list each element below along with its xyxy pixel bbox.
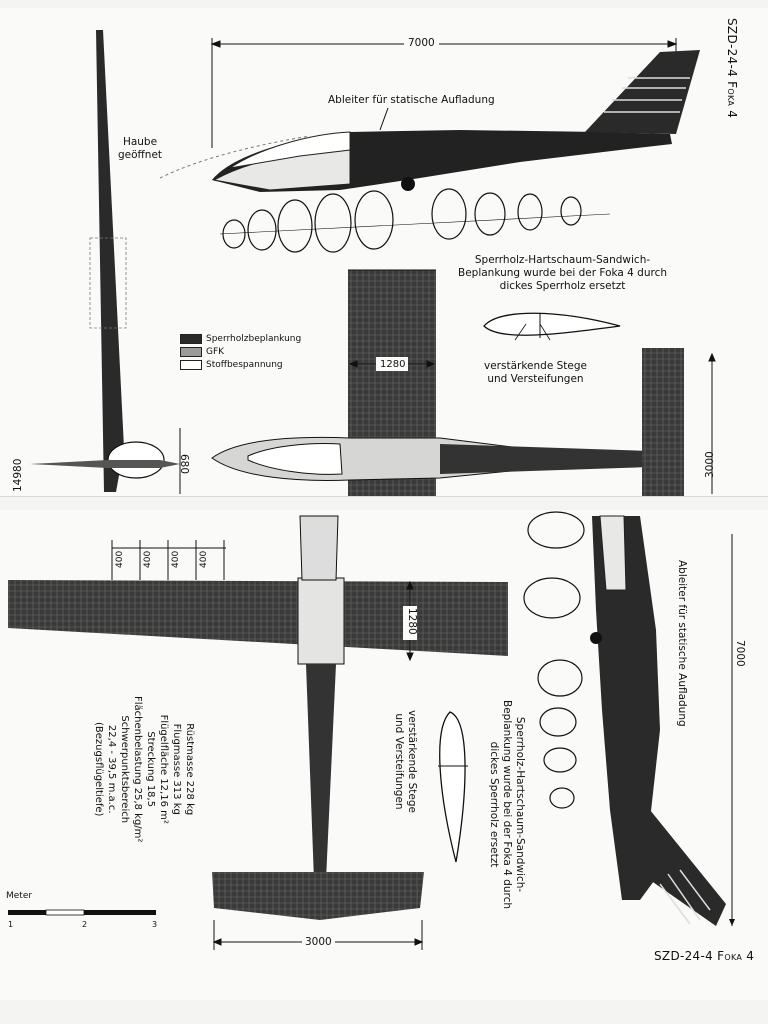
top-drawing-sheet: SZD-24-4 Foka 4 7000 Ableiter für statis… xyxy=(0,8,768,497)
chord-dimension-line xyxy=(348,357,436,371)
plan-view-fuselage xyxy=(211,269,684,496)
side-view-fuselage xyxy=(159,50,700,192)
bottom-drawing-title: SZD-24-4 Foka 4 xyxy=(654,949,755,963)
bottom-drawing-sheet: SZD-24-4 Foka 4 7000 Ableiter für statis… xyxy=(0,510,768,1000)
stiffener-note-top: verstärkende Stege und Versteifungen xyxy=(484,360,587,385)
top-height-label: 14980 xyxy=(12,458,24,492)
scale-tick-label: 2 xyxy=(82,920,88,929)
rib-spacing-label: 400 xyxy=(171,550,181,568)
sandwich-note-bottom: Sperrholz-Hartschaum-Sandwich- Beplankun… xyxy=(488,700,526,910)
bottom-chord-label: 1280 xyxy=(406,608,418,635)
length-dimension-line xyxy=(210,38,678,148)
tail-span-dimension xyxy=(708,352,716,494)
top-length-label: 7000 xyxy=(404,37,439,50)
scale-tick-label: 3 xyxy=(152,920,158,929)
front-view-wing xyxy=(30,30,181,494)
legend-label: Sperrholzbeplankung xyxy=(206,334,302,344)
fuselage-cross-sections xyxy=(219,188,611,253)
scale-tick-label: 1 xyxy=(8,920,14,929)
top-chord-label: 1280 xyxy=(380,359,406,370)
static-discharger-label: Ableiter für statische Aufladung xyxy=(328,94,495,106)
legend-swatch xyxy=(180,334,202,344)
top-drawing-svg xyxy=(30,30,716,496)
rotated-airfoil-section xyxy=(438,711,468,863)
plan-view-wing xyxy=(8,515,508,920)
stiffener-note-bottom: verstärkende Stege und Versteifungen xyxy=(393,710,418,813)
airfoil-section xyxy=(483,312,621,341)
legend-label: GFK xyxy=(206,347,225,357)
specs-block: Rüstmasse 228 kg Flugmasse 313 kg Flügel… xyxy=(93,696,195,843)
bottom-static-label: Ableiter für statische Aufladung xyxy=(676,560,688,727)
bottom-chord-dimension xyxy=(403,580,417,662)
legend-item: Stoffbespannung xyxy=(180,360,283,370)
top-drawing-title: SZD-24-4 Foka 4 xyxy=(725,18,739,119)
rib-spacing-dimension xyxy=(111,540,226,580)
sandwich-note-top: Sperrholz-Hartschaum-Sandwich- Beplankun… xyxy=(458,254,668,292)
top-fuselage-label: 680 xyxy=(178,454,190,475)
rotated-side-view-glider xyxy=(590,515,735,926)
scale-bar xyxy=(8,909,156,916)
bottom-tail-span-label: 3000 xyxy=(302,936,335,949)
rib-spacing-label: 400 xyxy=(143,550,153,568)
bottom-drawing-svg xyxy=(8,511,735,950)
legend-item: Sperrholzbeplankung xyxy=(180,334,301,344)
legend-swatch xyxy=(180,360,202,370)
legend-label: Stoffbespannung xyxy=(206,360,283,370)
rib-spacing-label: 400 xyxy=(115,550,125,568)
rotated-cross-sections xyxy=(523,511,585,809)
rib-spacing-label: 400 xyxy=(199,550,209,568)
canopy-open-label: Haube geöffnet xyxy=(118,136,163,161)
bottom-length-label: 7000 xyxy=(733,640,746,667)
legend-item: GFK xyxy=(180,347,224,357)
scale-unit-label: Meter xyxy=(6,891,33,901)
top-tail-span-label: 3000 xyxy=(704,451,716,478)
legend-swatch xyxy=(180,347,202,357)
